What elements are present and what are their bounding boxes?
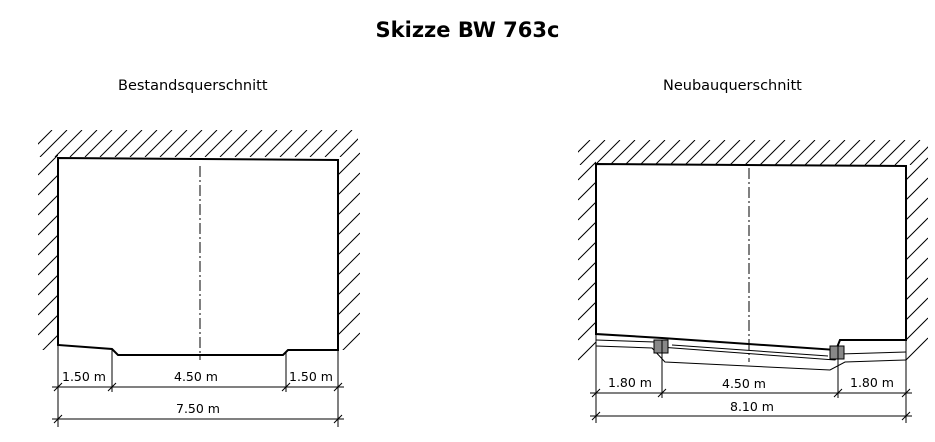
new-hatch-top — [578, 140, 928, 165]
new-outline — [595, 162, 907, 352]
new-dim-total: 8.10 m — [730, 399, 774, 414]
new-dimensions — [590, 334, 912, 423]
existing-section-label: Bestandsquerschnitt — [118, 78, 268, 94]
existing-hatch-left — [38, 154, 58, 350]
new-dim-right: 1.80 m — [850, 375, 894, 390]
left-curb — [653, 339, 669, 354]
drawing-title: Skizze BW 763c — [375, 18, 560, 42]
new-hatch-right — [906, 157, 928, 361]
new-section: 1.80 m 4.50 m 1.80 m 8.10 m — [578, 140, 928, 423]
existing-dim-left: 1.50 m — [62, 369, 106, 384]
existing-outline — [57, 156, 339, 356]
existing-hatch-right — [338, 152, 360, 350]
existing-dim-total: 7.50 m — [176, 401, 220, 416]
existing-hatch-top — [38, 130, 358, 157]
new-road-layers — [595, 339, 907, 371]
new-hatch-left — [578, 161, 596, 361]
existing-dim-middle: 4.50 m — [174, 369, 218, 384]
existing-dim-right: 1.50 m — [289, 369, 333, 384]
existing-section: 1.50 m 4.50 m 1.50 m 7.50 m — [38, 130, 360, 427]
new-section-label: Neubauquerschnitt — [663, 78, 802, 94]
new-dim-left: 1.80 m — [608, 375, 652, 390]
right-curb — [829, 345, 845, 360]
existing-dimensions — [52, 345, 344, 427]
new-dim-middle: 4.50 m — [722, 376, 766, 391]
